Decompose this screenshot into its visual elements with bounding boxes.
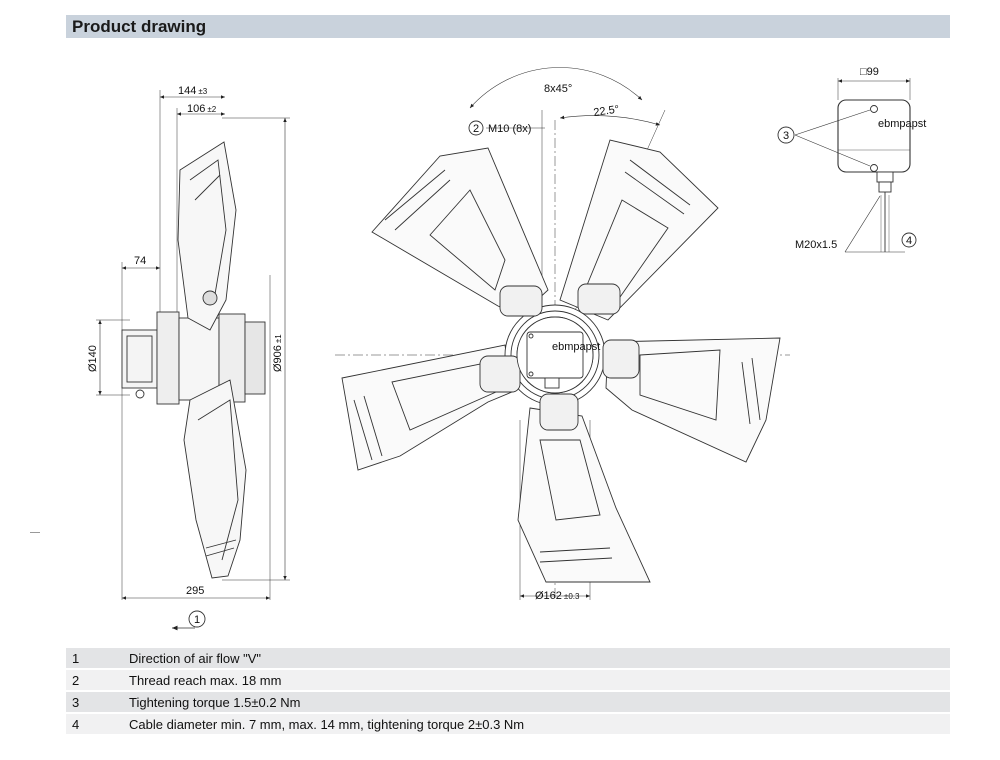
section-title: Product drawing xyxy=(72,17,207,36)
side-view xyxy=(96,90,290,631)
table-row: 2 Thread reach max. 18 mm xyxy=(66,669,950,692)
terminal-box-view xyxy=(777,78,917,253)
note-number: 3 xyxy=(66,691,123,714)
dim-22-5: 22.5° xyxy=(593,103,620,118)
dim-106: 106±2 xyxy=(187,103,217,115)
callout-2: 2 xyxy=(473,123,479,135)
notes-table: 1 Direction of air flow "V" 2 Thread rea… xyxy=(66,648,950,736)
note-number: 1 xyxy=(66,648,123,670)
hub-brand-label: ebmpapst xyxy=(552,341,600,353)
callout-4: 4 xyxy=(906,235,912,247)
section-header: Product drawing xyxy=(66,15,950,38)
dim-906: Ø906±1 xyxy=(272,334,284,372)
dim-144: 144±3 xyxy=(178,85,208,97)
table-row: 1 Direction of air flow "V" xyxy=(66,648,950,670)
note-text: Thread reach max. 18 mm xyxy=(123,669,950,692)
box-brand-label: ebmpapst xyxy=(878,118,926,130)
dim-295: 295 xyxy=(186,585,204,597)
callout-3: 3 xyxy=(783,130,789,142)
note-text: Cable diameter min. 7 mm, max. 14 mm, ti… xyxy=(123,713,950,736)
dim-m10: M10 (8x) xyxy=(488,123,531,135)
dim-140: Ø140 xyxy=(87,345,99,372)
note-number: 4 xyxy=(66,713,123,736)
note-text: Direction of air flow "V" xyxy=(123,648,950,670)
dim-m20: M20x1.5 xyxy=(795,239,837,251)
front-view xyxy=(335,67,790,600)
note-text: Tightening torque 1.5±0.2 Nm xyxy=(123,691,950,714)
dim-99: □99 xyxy=(860,66,879,78)
dim-8x45: 8x45° xyxy=(544,83,572,95)
note-number: 2 xyxy=(66,669,123,692)
dim-74: 74 xyxy=(134,255,146,267)
table-row: 3 Tightening torque 1.5±0.2 Nm xyxy=(66,691,950,714)
margin-marker xyxy=(30,532,40,533)
technical-drawing: ebmpapst ebmpapst 144±3 106±2 74 Ø140 Ø9… xyxy=(87,66,926,631)
callout-1: 1 xyxy=(194,614,200,626)
dim-162: Ø162±0.3 xyxy=(535,590,580,602)
table-row: 4 Cable diameter min. 7 mm, max. 14 mm, … xyxy=(66,713,950,736)
